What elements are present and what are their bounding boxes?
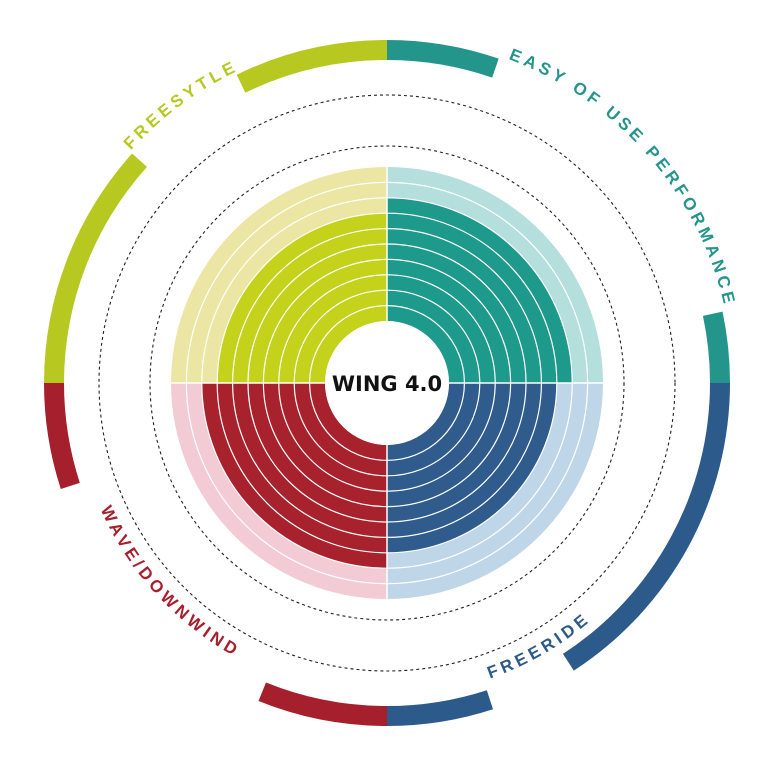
- outer-ring-freesytle-1: [44, 153, 147, 383]
- outer-ring-wave-downwind-1: [258, 682, 387, 726]
- dashed-circles: [98, 94, 676, 672]
- center-hole: [325, 321, 449, 445]
- ring-gridlines: [171, 167, 603, 599]
- outer-ring-freesytle-2: [236, 40, 387, 93]
- bar-freesytle: [217, 213, 387, 383]
- bar-wave-downwind: [201, 383, 387, 569]
- outer-category-rings: [44, 40, 730, 726]
- chart-title: WING 4.0: [332, 372, 442, 396]
- outer-ring-freeride-1: [562, 383, 730, 671]
- label-wave-downwind: WAVE/DOWNWIND: [97, 503, 244, 661]
- label-freesytle: FREESYTLE: [120, 56, 241, 153]
- quadrant-bars: [201, 197, 573, 569]
- outer-ring-easy-of-use-performance-1: [387, 40, 499, 78]
- outer-ring-easy-of-use-performance-2: [702, 311, 730, 383]
- outer-ring-wave-downwind-2: [44, 383, 80, 489]
- outer-ring-freeride-2: [387, 690, 493, 726]
- dashed-circle: [149, 145, 625, 621]
- bar-freeride: [387, 383, 557, 553]
- bar-easy-of-use-performance: [387, 197, 573, 383]
- dashed-circle: [98, 94, 676, 672]
